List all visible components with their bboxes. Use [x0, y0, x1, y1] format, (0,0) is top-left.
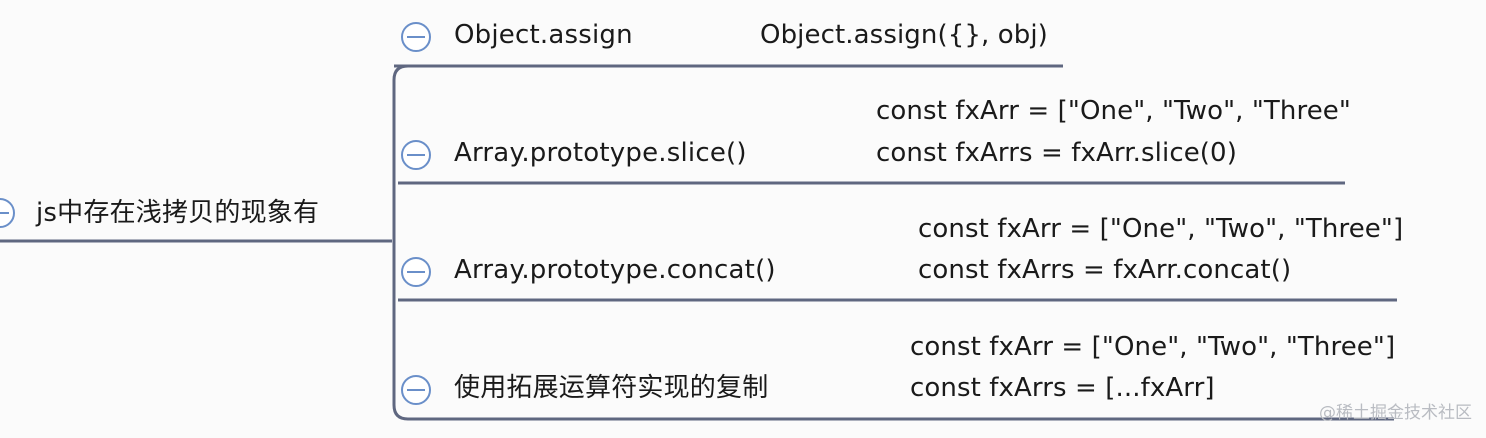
branch-topic-object-assign[interactable]: Object.assign [454, 20, 633, 50]
minus-circle-icon[interactable] [0, 197, 16, 229]
branch-bracket [392, 64, 409, 421]
root-topic[interactable]: js中存在浅拷贝的现象有 [36, 198, 320, 228]
minus-circle-icon[interactable] [400, 256, 432, 288]
minus-circle-icon[interactable] [400, 139, 432, 171]
branch-code-line: const fxArrs = fxArr.slice(0) [876, 138, 1237, 168]
branch-code-line: Object.assign({}, obj) [760, 20, 1048, 50]
branch-topic-spread-copy[interactable]: 使用拓展运算符实现的复制 [454, 373, 769, 403]
minus-circle-icon[interactable] [400, 21, 432, 53]
minus-circle-icon[interactable] [400, 374, 432, 406]
branch-topic-array-concat[interactable]: Array.prototype.concat() [454, 255, 776, 285]
branch-code-line: const fxArrs = fxArr.concat() [918, 255, 1292, 285]
branch-code-line: const fxArr = ["One", "Two", "Three"] [918, 214, 1404, 244]
branch-topic-array-slice[interactable]: Array.prototype.slice() [454, 138, 747, 168]
watermark: @稀土掘金技术社区 [1319, 403, 1472, 423]
branch-code-line: const fxArr = ["One", "Two", "Three"] [910, 332, 1396, 362]
branch-code-line: const fxArrs = [...fxArr] [910, 373, 1215, 403]
branch-code-line: const fxArr = ["One", "Two", "Three" [876, 96, 1351, 126]
